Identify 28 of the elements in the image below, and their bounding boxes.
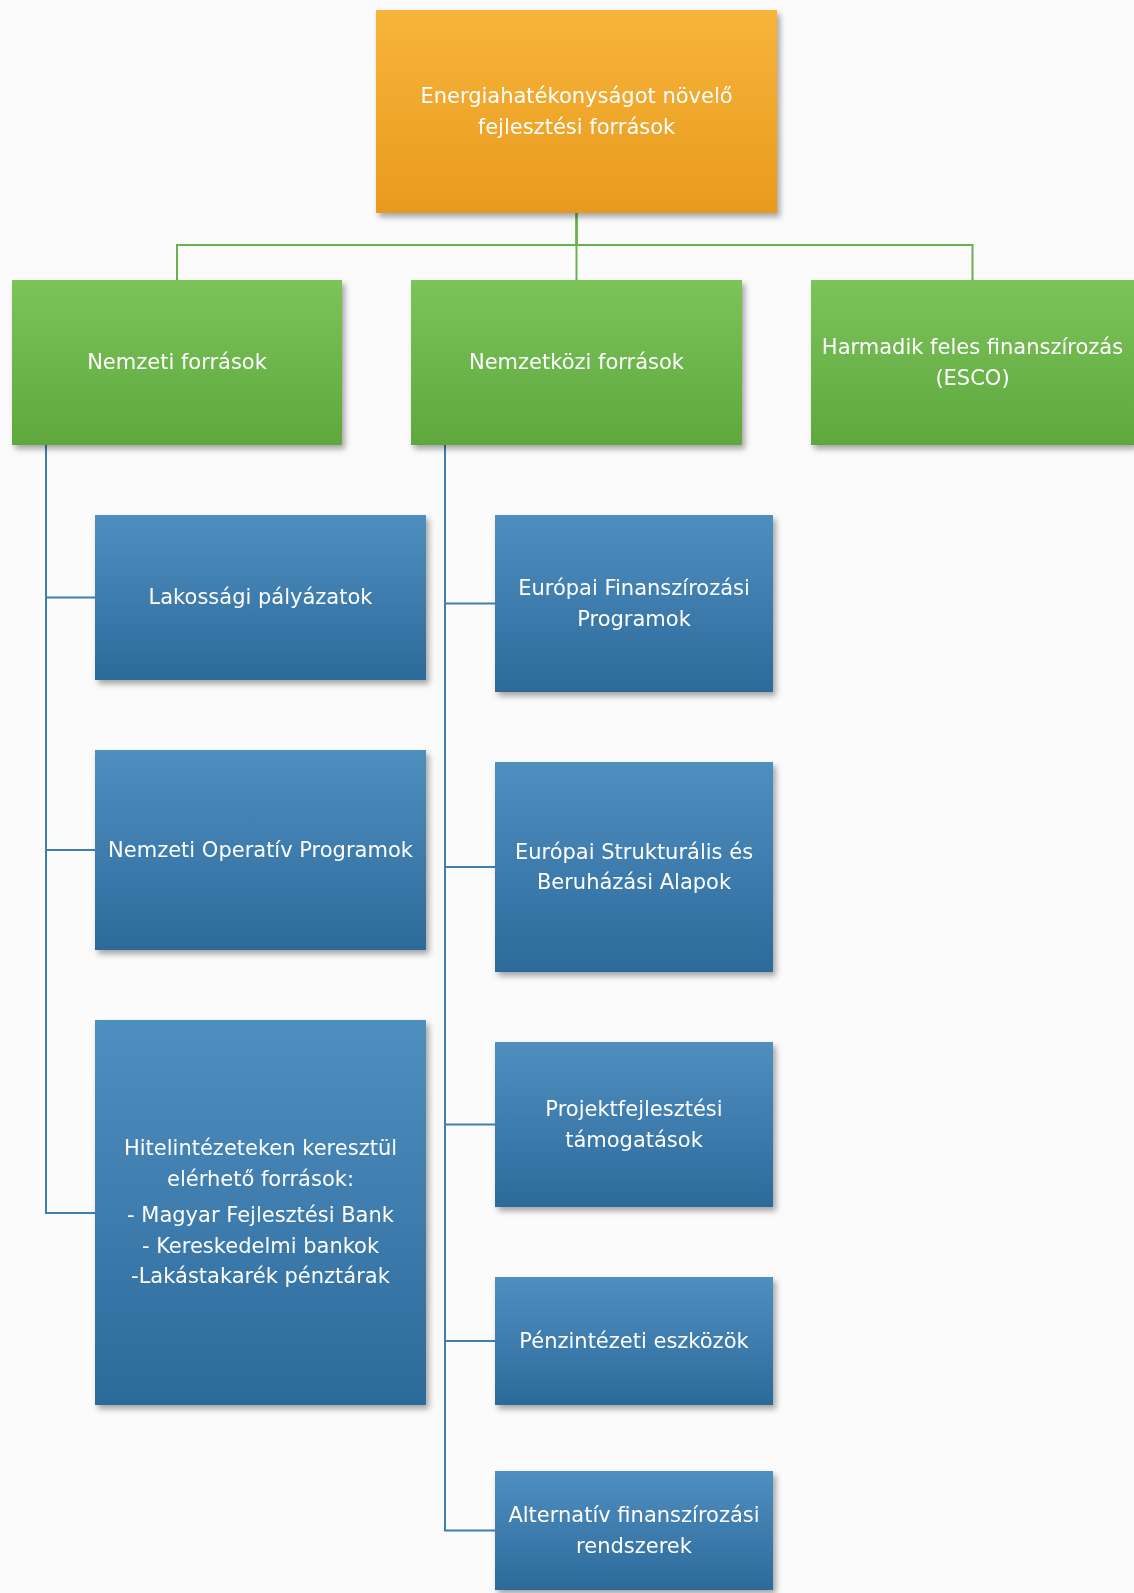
node-label: Harmadik feles finanszírozás (ESCO): [820, 334, 1125, 392]
node-label: Alternatív finanszírozási rendszerek: [507, 1502, 761, 1560]
source-box: [495, 762, 773, 972]
source-box: [95, 750, 426, 950]
root-box: [376, 10, 777, 213]
source-box: [495, 515, 773, 692]
node-label: Hitelintézeteken keresztül elérhető források:: [122, 1135, 399, 1193]
list-item: -Lakástakarék pénztárak: [131, 1263, 390, 1291]
category-box: [12, 280, 342, 445]
node-label: Projektfejlesztési támogatások: [544, 1096, 724, 1154]
category-box: [411, 280, 742, 445]
source-box: [495, 1277, 773, 1405]
node-label: Pénzintézeti eszközök: [519, 1327, 749, 1355]
node-label: Nemzeti források: [87, 349, 267, 377]
list-item: - Kereskedelmi bankok: [141, 1232, 380, 1260]
node-label: Nemzeti Operatív Programok: [108, 836, 413, 864]
source-box: [495, 1042, 773, 1207]
source-box: [95, 1020, 426, 1405]
node-label: Európai Strukturális és Beruházási Alapok: [513, 838, 755, 896]
node-label: Nemzetközi források: [469, 349, 684, 377]
category-box: [811, 280, 1134, 445]
node-label: Energiahatékonyságot növelő fejlesztési források: [419, 83, 734, 141]
connector-line: [575, 212, 974, 281]
node-label: Európai Finanszírozási Programok: [517, 575, 751, 633]
source-box: [495, 1471, 773, 1590]
node-label: Lakossági pályázatok: [148, 584, 373, 612]
list-item: - Magyar Fejlesztési Bank: [127, 1202, 394, 1230]
source-box: [95, 515, 426, 680]
